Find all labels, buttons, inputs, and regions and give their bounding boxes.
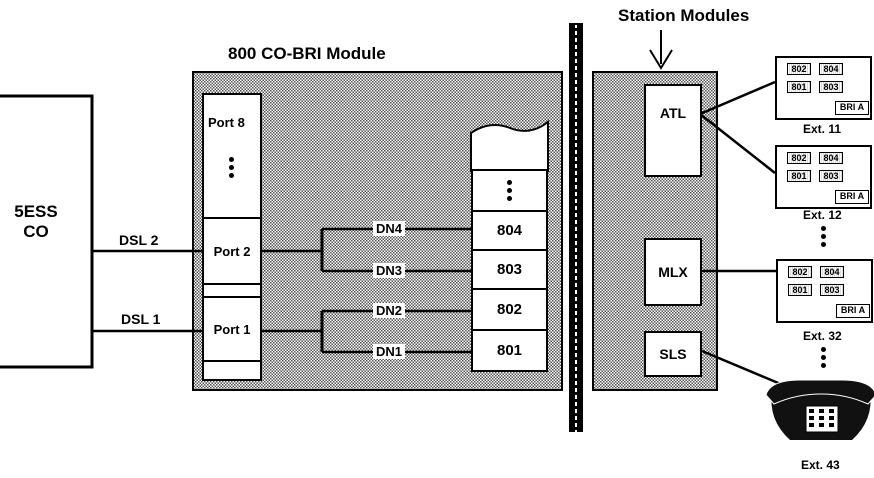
atl-card: ATL	[644, 84, 702, 177]
terminal-key: 802	[788, 266, 812, 278]
ext32-label: Ext. 32	[803, 329, 842, 343]
module-title: 800 CO-BRI Module	[228, 44, 386, 63]
station-modules-arrow	[649, 30, 673, 70]
dn-cell-801: 801	[471, 329, 548, 372]
terminal-ext32: 802 804 801 803 BRI A	[776, 259, 873, 323]
sls-card: SLS	[644, 331, 702, 377]
port8-label: Port 8	[208, 115, 245, 130]
dn-number-803: 803	[496, 261, 523, 278]
dn-number-804: 804	[496, 222, 523, 239]
terminal-key: 804	[819, 152, 843, 164]
port-ellipsis-icon	[229, 157, 235, 181]
central-office-bracket	[0, 94, 94, 369]
directory-stack-top	[470, 119, 549, 172]
terminal-key: 801	[787, 81, 811, 93]
central-office-line1: 5ESS	[14, 202, 58, 221]
atl-label: ATL	[659, 104, 687, 121]
directory-ellipsis-cell	[471, 169, 548, 212]
backplane-divider	[569, 23, 583, 432]
terminal-ext12: 802 804 801 803 BRI A	[775, 145, 872, 209]
port2-box: Port 2	[202, 217, 262, 285]
dn4-tag: DN4	[373, 221, 406, 236]
dn-cell-802: 802	[471, 288, 548, 331]
port2-label: Port 2	[213, 243, 251, 259]
terminal-key: 803	[819, 81, 843, 93]
dn2-tag: DN2	[373, 303, 406, 318]
terminal-key: 803	[819, 170, 843, 182]
dn-cell-803: 803	[471, 249, 548, 290]
terminal-key: 802	[787, 152, 811, 164]
terminal-key: 803	[820, 284, 844, 296]
central-office-line2: CO	[23, 222, 49, 241]
sls-label: SLS	[659, 346, 687, 362]
mlx-label: MLX	[658, 264, 688, 280]
dn1-tag: DN1	[373, 344, 406, 359]
dn-number-802: 802	[496, 301, 523, 318]
station-modules-label: Station Modules	[618, 6, 750, 25]
terminal-key: 801	[788, 284, 812, 296]
ext43-label: Ext. 43	[801, 458, 840, 472]
telephone-icon	[765, 379, 874, 440]
dsl1-label: DSL 1	[121, 311, 161, 327]
port1-label: Port 1	[213, 321, 251, 337]
terminal-ext11: 802 804 801 803 BRI A	[775, 56, 872, 120]
terminal-bri-key: BRI A	[836, 304, 870, 318]
terminal-key: 804	[820, 266, 844, 278]
directory-ellipsis-icon	[507, 180, 513, 204]
ext12-label: Ext. 12	[803, 208, 842, 222]
dn-number-801: 801	[496, 342, 523, 359]
terminal-ellipsis-icon	[821, 226, 827, 250]
terminal-key: 804	[819, 63, 843, 75]
dn3-tag: DN3	[373, 263, 406, 278]
mlx-card: MLX	[644, 238, 702, 306]
ext11-label: Ext. 11	[803, 122, 842, 136]
terminal-bri-key: BRI A	[835, 101, 869, 115]
dn-cell-804: 804	[471, 210, 548, 251]
terminal-bri-key: BRI A	[835, 190, 869, 204]
central-office-label: 5ESS CO	[8, 202, 64, 242]
terminal-key: 802	[787, 63, 811, 75]
terminal-ellipsis-icon	[821, 347, 827, 371]
terminal-key: 801	[787, 170, 811, 182]
dsl2-label: DSL 2	[119, 232, 159, 248]
port1-box: Port 1	[202, 296, 262, 362]
